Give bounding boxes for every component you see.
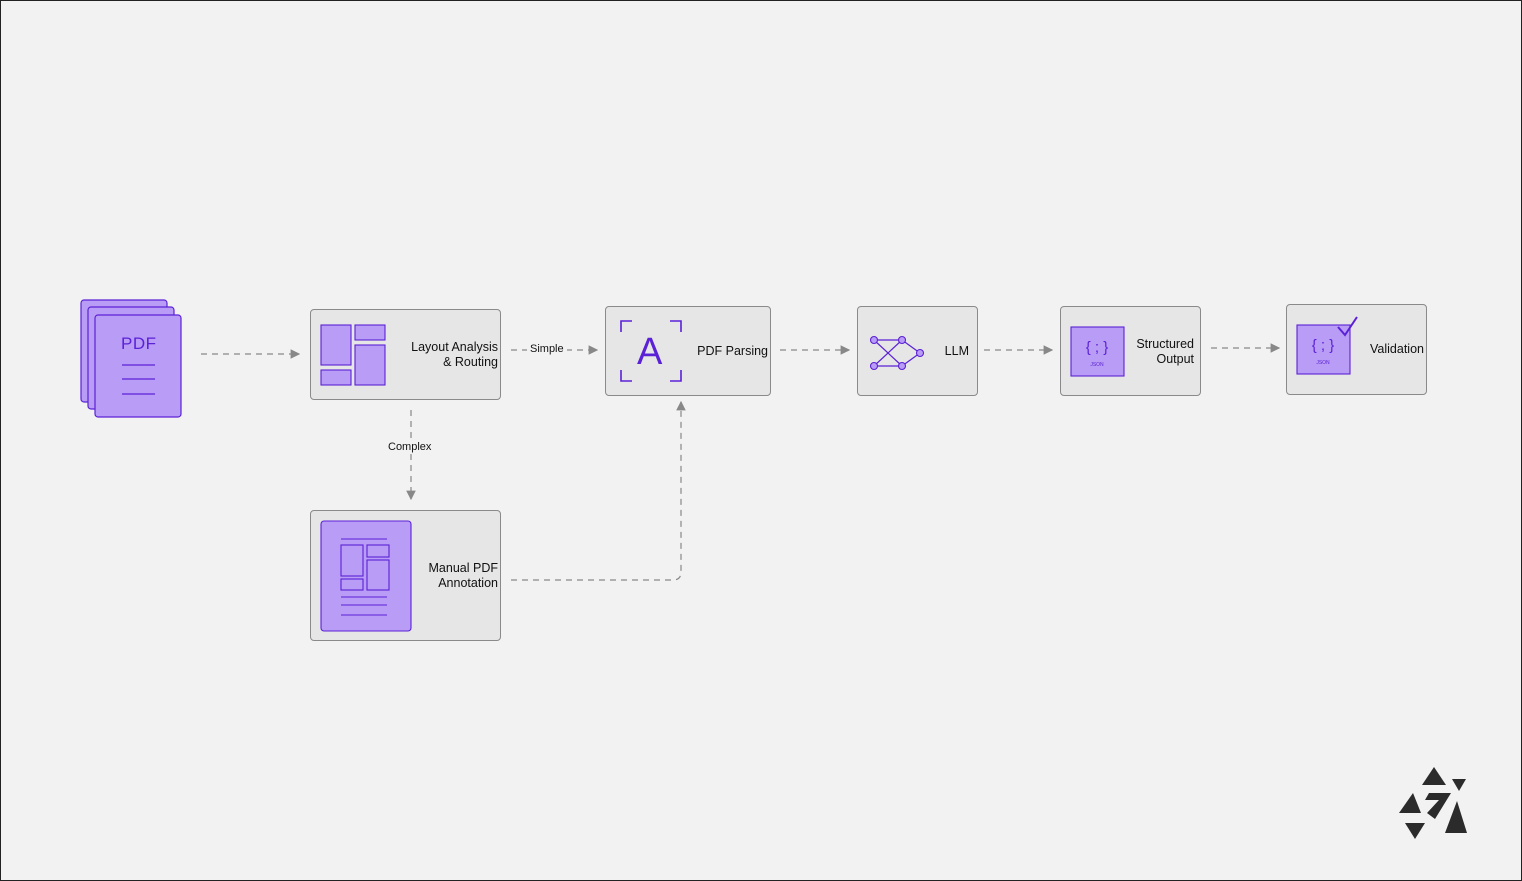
edge-manual-to-parsing	[511, 400, 686, 581]
json-check-icon: { ; } JSON	[1296, 316, 1358, 375]
node-label: Manual PDF Annotation	[428, 561, 498, 590]
text-scan-icon	[620, 320, 682, 382]
edge-label-complex: Complex	[385, 441, 435, 453]
node-label: Validation	[1370, 342, 1424, 356]
svg-text:JSON: JSON	[1090, 362, 1104, 368]
svg-text:{ ; }: { ; }	[1086, 339, 1109, 356]
node-label: Layout Analysis & Routing	[411, 340, 498, 369]
pdf-label: PDF	[121, 334, 157, 353]
node-layout-analysis[interactable]: Layout Analysis & Routing	[310, 309, 501, 400]
node-validation[interactable]: { ; } JSON Validation	[1286, 304, 1427, 395]
node-label: Structured Output	[1136, 337, 1194, 366]
node-label: LLM	[944, 344, 969, 358]
triangles-logo-icon	[1399, 767, 1467, 839]
node-label: PDF Parsing	[697, 344, 768, 358]
pdf-input: PDF	[79, 299, 183, 419]
pdf-stack-icon	[80, 299, 182, 418]
svg-text:JSON: JSON	[1316, 360, 1330, 366]
node-manual-annotation[interactable]: Manual PDF Annotation	[310, 510, 501, 641]
svg-text:{ ; }: { ; }	[1312, 337, 1335, 354]
document-annotation-icon	[320, 520, 412, 632]
json-icon: { ; } JSON	[1070, 326, 1125, 377]
layout-grid-icon	[320, 324, 386, 386]
node-pdf-parsing[interactable]: A PDF Parsing	[605, 306, 771, 396]
edge-label-simple: Simple	[527, 343, 567, 355]
parse-letter-glyph: A	[637, 331, 663, 373]
neural-network-icon	[869, 335, 925, 371]
node-llm[interactable]: LLM	[857, 306, 978, 396]
node-structured-output[interactable]: { ; } JSON Structured Output	[1060, 306, 1201, 396]
